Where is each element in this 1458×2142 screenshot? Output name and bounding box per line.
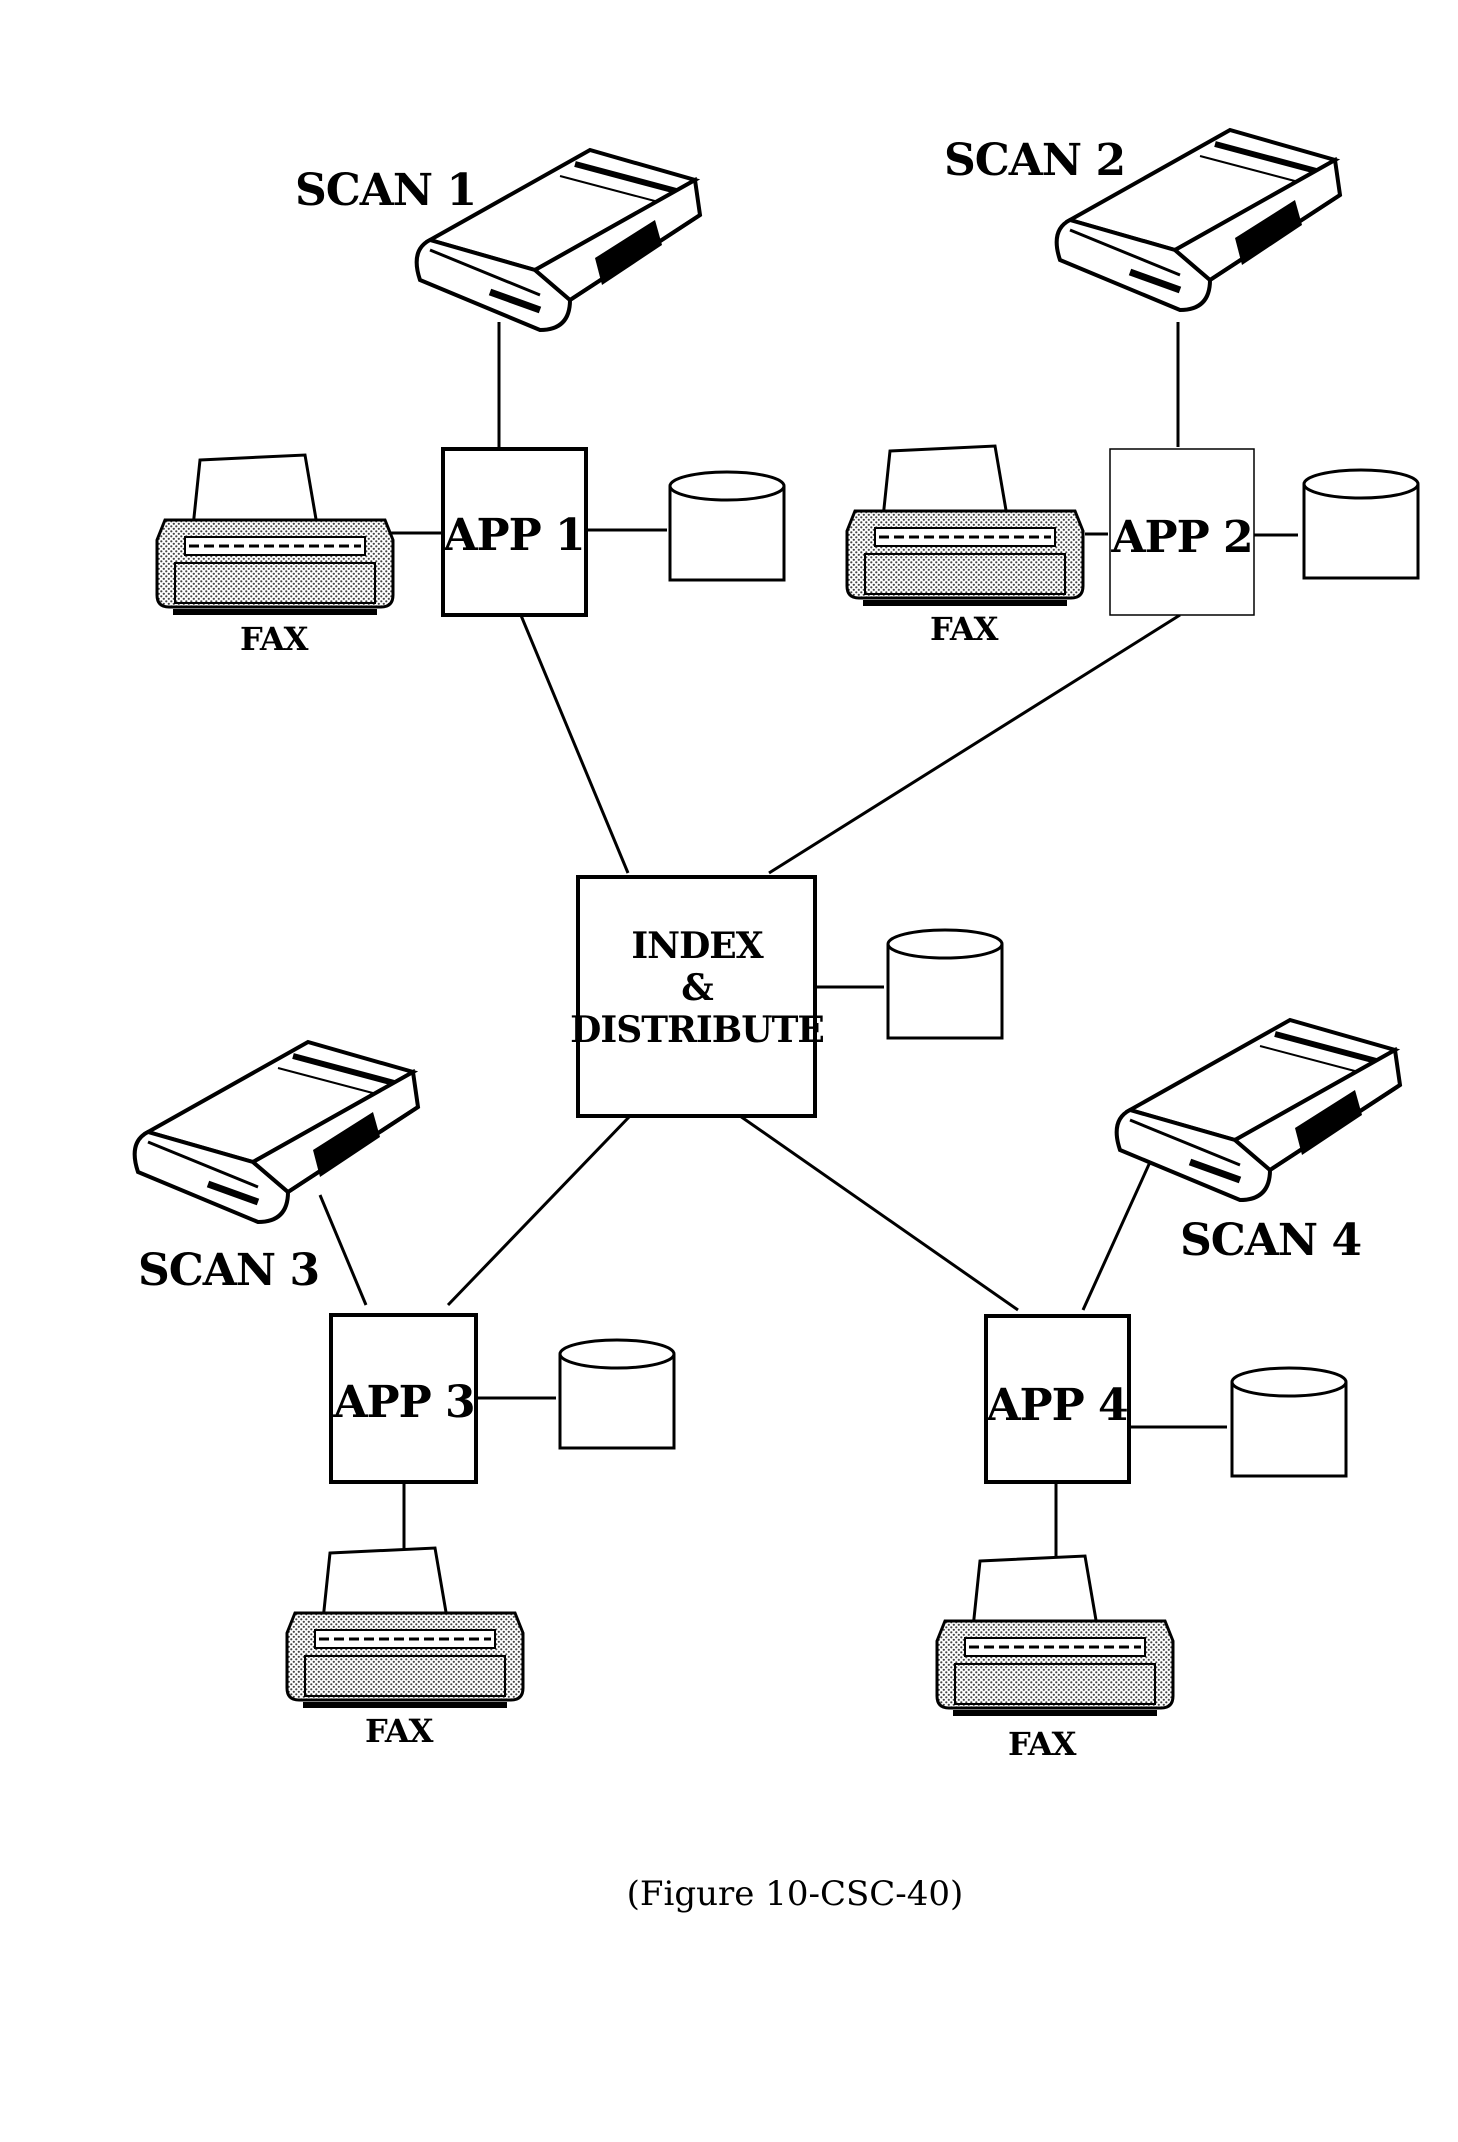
disk-app2 [1302, 468, 1420, 580]
fax-2: FAX [847, 446, 1083, 648]
scanner-1-label: SCAN 1 [295, 165, 476, 216]
link-scan4-app4 [1081, 1139, 1162, 1311]
fax-3: FAX [287, 1548, 523, 1750]
scanner-2: SCAN 2 [944, 130, 1340, 310]
fax-3-label: FAX [365, 1712, 434, 1750]
scanner-2-label: SCAN 2 [944, 135, 1125, 186]
link-app4-hub [739, 1114, 1019, 1312]
app-3-label: APP 3 [332, 1377, 474, 1428]
connection-lines [318, 322, 1298, 1560]
disk-hub [886, 928, 1004, 1040]
disk-app3 [558, 1338, 676, 1450]
link-app2-hub [768, 613, 1181, 875]
figure-caption: (Figure 10-CSC-40) [627, 1874, 964, 1914]
hub-label-line3: DISTRIBUTE [570, 1009, 824, 1051]
app-1-label: APP 1 [442, 510, 584, 561]
link-scan3-app3 [318, 1194, 368, 1306]
disk-app1 [668, 470, 786, 582]
fax-4-label: FAX [1008, 1725, 1077, 1763]
scanner-3: SCAN 3 [135, 1042, 418, 1296]
app-4: APP 4 [984, 1314, 1131, 1484]
link-app1-hub [518, 612, 630, 874]
disk-app4 [1230, 1366, 1348, 1478]
scanner-1: SCAN 1 [295, 150, 700, 330]
link-app3-hub [446, 1114, 632, 1307]
index-distribute-hub: INDEX & DISTRIBUTE [570, 875, 825, 1118]
hub-label-line1: INDEX [631, 925, 763, 967]
app-2-label: APP 2 [1110, 512, 1252, 563]
app-2: APP 2 [1109, 448, 1255, 616]
fax-2-label: FAX [930, 610, 999, 648]
fax-4: FAX [937, 1556, 1173, 1763]
scanner-4-label: SCAN 4 [1180, 1215, 1361, 1266]
scanner-4: SCAN 4 [1117, 1020, 1400, 1266]
app-3: APP 3 [329, 1313, 478, 1484]
app-4-label: APP 4 [985, 1380, 1127, 1431]
hub-label-line2: & [681, 967, 713, 1009]
app-1: APP 1 [441, 447, 588, 617]
fax-1: FAX [157, 455, 393, 658]
scanner-3-label: SCAN 3 [138, 1245, 319, 1296]
fax-1-label: FAX [240, 620, 309, 658]
